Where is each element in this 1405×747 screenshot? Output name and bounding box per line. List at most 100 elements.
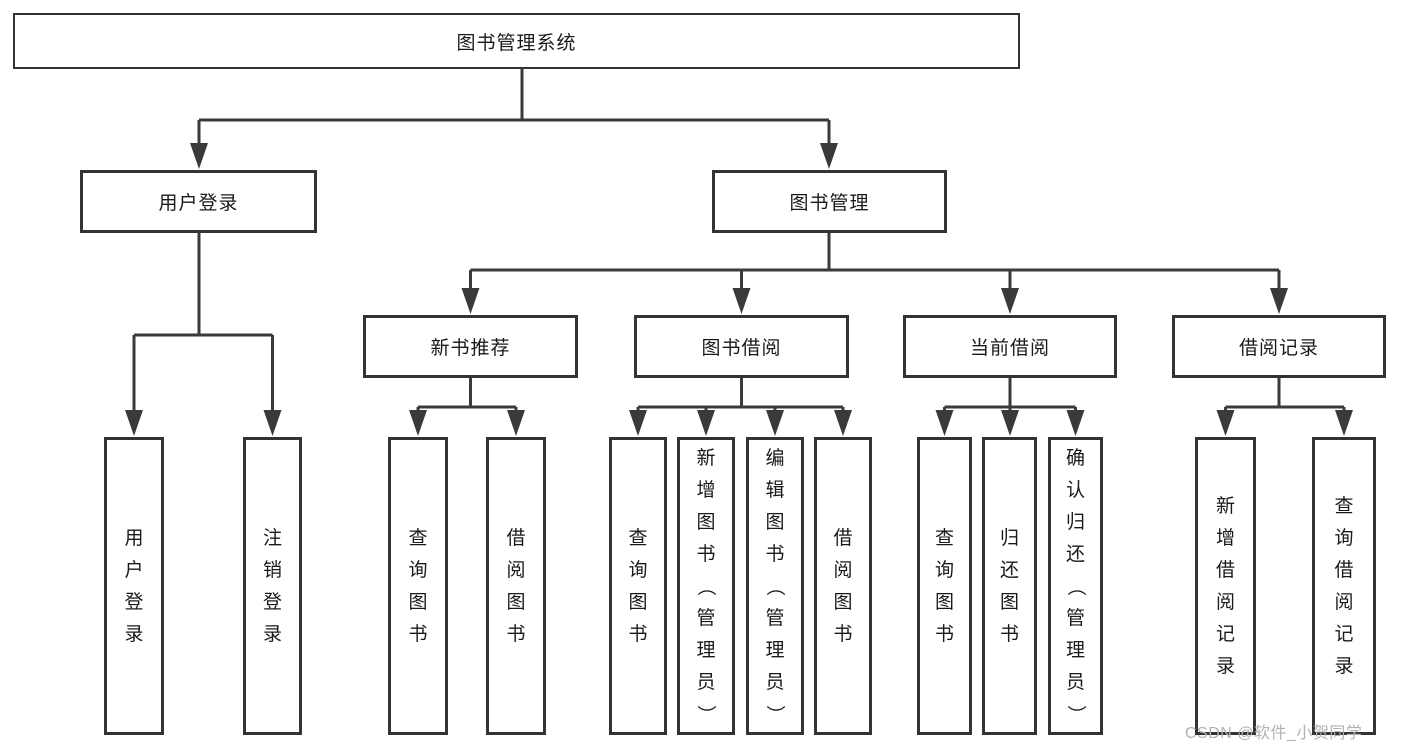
vertical-char: 图 — [506, 591, 526, 613]
connector-book-borrow-children — [629, 378, 852, 436]
connector-book-management-children — [461, 233, 1288, 314]
node-leaf-confirm-return-admin: 确认归还 （ 管理员 ） — [1048, 437, 1103, 735]
vertical-char: 员 — [696, 671, 716, 693]
vertical-char: 书 — [934, 623, 954, 645]
node-book-borrow: 图书借阅 — [634, 315, 849, 378]
vertical-char: 还 — [1065, 543, 1085, 565]
vertical-char: 询 — [628, 559, 648, 581]
vertical-char: 借 — [506, 527, 526, 549]
node-leaf-logout: 注销登录 — [243, 437, 302, 735]
watermark: CSDN @软件_小贺同学 — [1185, 725, 1363, 742]
vertical-char: 借 — [1215, 559, 1235, 581]
vertical-char: 图 — [408, 591, 428, 613]
vertical-char: 归 — [1065, 511, 1085, 533]
vertical-char: ） — [695, 704, 717, 724]
vertical-char: 询 — [934, 559, 954, 581]
vertical-char: 图 — [628, 591, 648, 613]
node-book-management: 图书管理 — [712, 170, 947, 233]
node-new-book-recommend: 新书推荐 — [363, 315, 578, 378]
vertical-char: 书 — [408, 623, 428, 645]
vertical-char: 还 — [999, 559, 1019, 581]
vertical-char: 增 — [1215, 527, 1235, 549]
vertical-char: 新 — [1215, 495, 1235, 517]
vertical-char: 书 — [628, 623, 648, 645]
vertical-char: 记 — [1334, 623, 1354, 645]
vertical-char: 辑 — [765, 479, 785, 501]
node-leaf-borrow-books-recommend: 借阅图书 — [486, 437, 546, 735]
vertical-char: 询 — [408, 559, 428, 581]
vertical-char: 录 — [1334, 655, 1354, 677]
vertical-char: 图 — [696, 511, 716, 533]
node-leaf-return-book: 归还图书 — [982, 437, 1037, 735]
vertical-char: 阅 — [833, 559, 853, 581]
vertical-char: 阅 — [1334, 591, 1354, 613]
node-current-borrow: 当前借阅 — [903, 315, 1117, 378]
connector-user-login-children — [125, 233, 282, 436]
vertical-char: 书 — [506, 623, 526, 645]
vertical-char: 员 — [1065, 671, 1085, 693]
vertical-char: （ — [1064, 576, 1086, 596]
vertical-char: 销 — [262, 559, 282, 581]
node-leaf-edit-book-admin: 编辑图书 （ 管理员 ） — [746, 437, 804, 735]
vertical-char: 录 — [124, 623, 144, 645]
vertical-char: 书 — [999, 623, 1019, 645]
node-leaf-query-books-current: 查询图书 — [917, 437, 972, 735]
vertical-char: 管 — [696, 607, 716, 629]
vertical-char: 书 — [833, 623, 853, 645]
vertical-char: ） — [764, 704, 786, 724]
node-user-login: 用户登录 — [80, 170, 317, 233]
vertical-char: 图 — [999, 591, 1019, 613]
vertical-char: 新 — [696, 447, 716, 469]
node-leaf-query-books-recommend: 查询图书 — [388, 437, 448, 735]
node-leaf-user-login: 用户登录 — [104, 437, 164, 735]
node-leaf-query-borrow-record: 查询借阅记录 — [1312, 437, 1376, 735]
vertical-char: 理 — [1065, 639, 1085, 661]
vertical-char: 查 — [1334, 495, 1354, 517]
vertical-char: 查 — [408, 527, 428, 549]
vertical-char: 登 — [124, 591, 144, 613]
vertical-char: （ — [695, 576, 717, 596]
vertical-char: 归 — [999, 527, 1019, 549]
node-leaf-query-books-borrow: 查询图书 — [609, 437, 667, 735]
vertical-char: 书 — [696, 543, 716, 565]
vertical-char: 借 — [1334, 559, 1354, 581]
vertical-char: ） — [1064, 704, 1086, 724]
vertical-char: 理 — [696, 639, 716, 661]
vertical-char: 管 — [1065, 607, 1085, 629]
vertical-char: 编 — [765, 447, 785, 469]
vertical-char: 图 — [833, 591, 853, 613]
vertical-char: 图 — [934, 591, 954, 613]
vertical-char: 查 — [934, 527, 954, 549]
vertical-char: 查 — [628, 527, 648, 549]
vertical-char: （ — [764, 576, 786, 596]
vertical-char: 员 — [765, 671, 785, 693]
vertical-char: 理 — [765, 639, 785, 661]
vertical-char: 阅 — [1215, 591, 1235, 613]
vertical-char: 录 — [1215, 655, 1235, 677]
vertical-char: 用 — [124, 527, 144, 549]
vertical-char: 书 — [765, 543, 785, 565]
vertical-char: 借 — [833, 527, 853, 549]
node-borrow-records: 借阅记录 — [1172, 315, 1386, 378]
vertical-char: 录 — [262, 623, 282, 645]
connector-borrow-records-children — [1216, 378, 1353, 436]
node-library-system: 图书管理系统 — [13, 13, 1020, 69]
node-leaf-add-borrow-record: 新增借阅记录 — [1195, 437, 1256, 735]
vertical-char: 记 — [1215, 623, 1235, 645]
connector-current-borrow-children — [935, 378, 1085, 436]
node-leaf-add-book-admin: 新增图书（管理员） — [677, 437, 735, 735]
connector-new-book-recommend-children — [409, 378, 525, 436]
vertical-char: 登 — [262, 591, 282, 613]
vertical-char: 阅 — [506, 559, 526, 581]
vertical-char: 注 — [262, 527, 282, 549]
vertical-char: 询 — [1334, 527, 1354, 549]
node-leaf-borrow-books: 借阅图书 — [814, 437, 872, 735]
vertical-char: 图 — [765, 511, 785, 533]
connector-root-to-level2 — [190, 69, 838, 169]
vertical-char: 确 — [1065, 447, 1085, 469]
vertical-char: 管 — [765, 607, 785, 629]
vertical-char: 认 — [1065, 479, 1085, 501]
vertical-char: 户 — [124, 559, 144, 581]
